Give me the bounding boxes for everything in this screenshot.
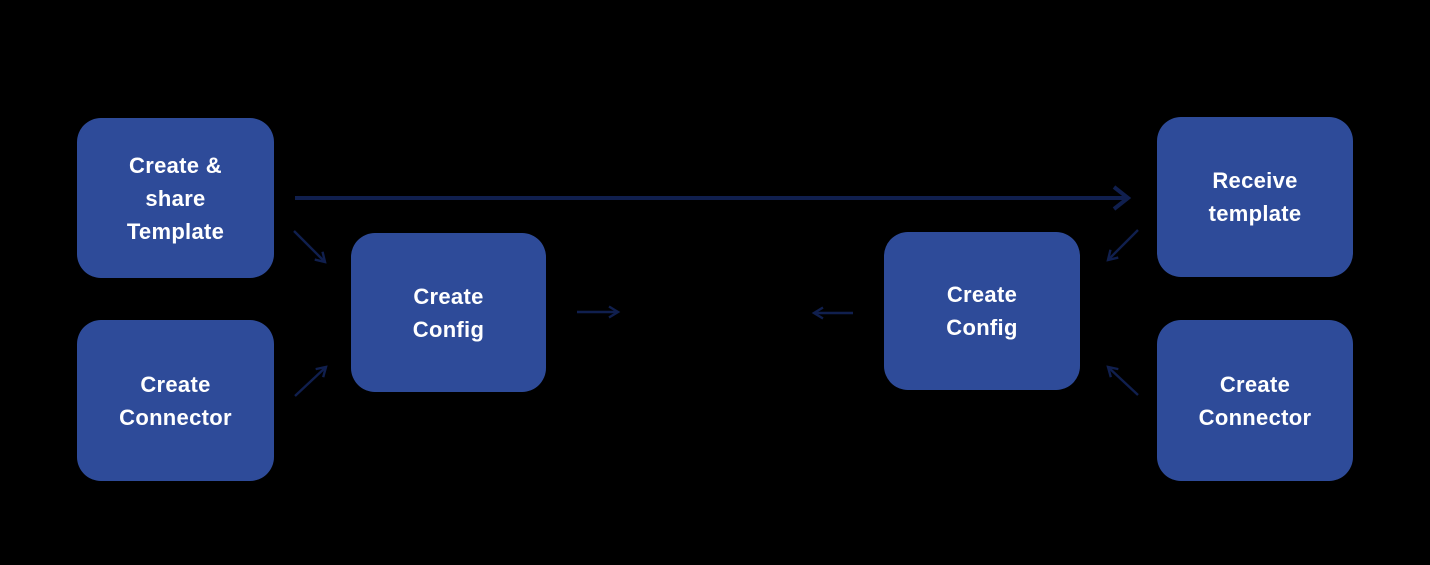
node-label-line: Receive bbox=[1212, 168, 1298, 193]
node-label-line: Create & bbox=[129, 152, 222, 178]
node-label-line: Create bbox=[946, 282, 1018, 307]
node-label-line: Create bbox=[140, 371, 211, 397]
node-label-line: template bbox=[1208, 201, 1302, 226]
node-create-share-template: Create & share Template bbox=[77, 118, 274, 278]
arrow-template-to-config-left bbox=[293, 230, 327, 264]
node-label-line: Create bbox=[413, 283, 484, 309]
arrow-connector-to-config-left bbox=[294, 365, 328, 397]
node-create-config-right: Create Config bbox=[884, 232, 1080, 390]
node-create-config-left: Create Config bbox=[351, 233, 546, 392]
node-create-connector-left: Create Connector bbox=[77, 320, 274, 481]
node-label-line: share bbox=[145, 185, 206, 211]
node-label-line: Connector bbox=[119, 404, 232, 430]
node-label-line: Create bbox=[1219, 371, 1291, 397]
node-label-line: Config bbox=[412, 316, 485, 342]
arrow-receive-to-config-right bbox=[1106, 229, 1139, 262]
arrow-connector-to-config-right bbox=[1106, 365, 1139, 396]
node-label-line: Config bbox=[946, 315, 1018, 340]
node-receive-template: Receive template bbox=[1157, 117, 1353, 277]
node-label-line: Template bbox=[126, 218, 225, 244]
node-create-connector-right: Create Connector bbox=[1157, 320, 1353, 481]
node-label-line: Connector bbox=[1198, 404, 1312, 430]
